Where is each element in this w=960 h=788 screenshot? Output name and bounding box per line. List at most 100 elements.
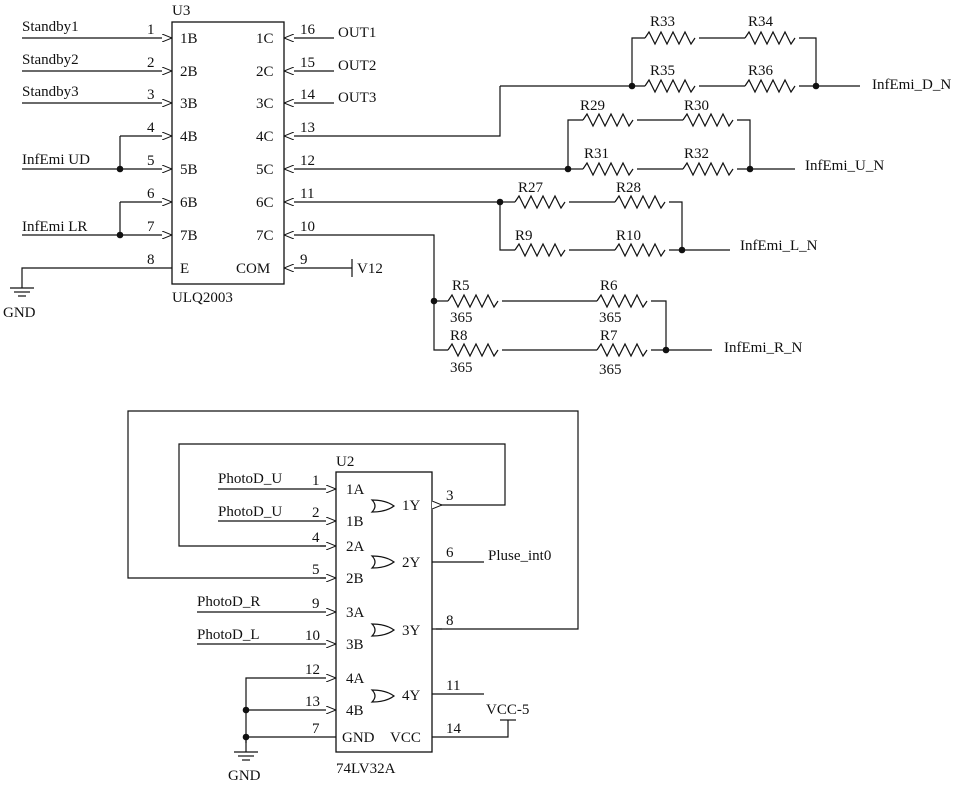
net-d-junction-left (628, 82, 636, 90)
u3-chip: U3 ULQ2003 1 1B Standby1 2 2B Standby2 3… (3, 3, 568, 321)
net-standby3: Standby3 (22, 84, 79, 100)
u2-pin11-num: 11 (446, 678, 460, 694)
u2-chip: U2 74LV32A 1 1A PhotoD_U 2 1B PhotoD_U 4… (127, 410, 579, 784)
resistor-r6 (596, 293, 648, 309)
u3-pin9-name: COM (236, 261, 270, 277)
u2-pin12-name: 4A (346, 671, 365, 687)
label-r31: R31 (584, 146, 609, 162)
u3-part: ULQ2003 (172, 290, 233, 306)
u2-pin4-num: 4 (312, 530, 320, 546)
label-r7: R7 (600, 328, 618, 344)
u3-pin9-num: 9 (300, 252, 308, 268)
resistor-r34 (744, 30, 796, 46)
u2-pin14-num: 14 (446, 721, 462, 737)
u3-pin1-num: 1 (147, 22, 155, 38)
label-r28: R28 (616, 180, 641, 196)
net-out3: OUT3 (338, 90, 376, 106)
net-infemi-ud: InfEmi UD (22, 152, 90, 168)
net-infemi-u-n: InfEmi_U_N (805, 158, 884, 174)
net-r-right-top (651, 300, 667, 350)
u2-pin4-name: 2A (346, 539, 365, 555)
u3-pin14-num: 14 (300, 87, 316, 103)
u3-pin12-name: 5C (256, 162, 274, 178)
net-infemi-r-n: InfEmi_R_N (724, 340, 802, 356)
label-r9: R9 (515, 228, 533, 244)
net-photod-r: PhotoD_R (197, 594, 260, 610)
u2-loop-3y-to-2b (127, 410, 579, 630)
u3-pin12-num: 12 (300, 153, 315, 169)
u3-pin7-num: 7 (147, 219, 155, 235)
u2-part: 74LV32A (336, 761, 396, 777)
u3-ud-junction (116, 165, 124, 173)
u3-lr-junction (116, 231, 124, 239)
u2-pin1-name: 1A (346, 482, 365, 498)
u3-pin6-name: 6B (180, 195, 198, 211)
resistor-r7 (596, 342, 648, 358)
resistor-r29 (582, 112, 634, 128)
u3-pin13-name: 4C (256, 129, 274, 145)
net-photod-u-1: PhotoD_U (218, 471, 282, 487)
value-r8: 365 (450, 360, 473, 376)
u2-pin2-name: 1B (346, 514, 364, 530)
net-out1: OUT1 (338, 25, 376, 41)
resistor-r28 (614, 194, 666, 210)
u3-ref: U3 (172, 3, 190, 19)
u2-pin7-num: 7 (312, 721, 320, 737)
u2-pin10-name: 3B (346, 637, 364, 653)
u2-ground-symbol (234, 737, 258, 761)
resistor-r31 (582, 161, 634, 177)
u2-pin3-num: 3 (446, 488, 454, 504)
resistor-r27 (514, 194, 566, 210)
net-l-junction-left (496, 198, 504, 206)
u3-pin8-wire (21, 267, 172, 288)
net-r-left-bottom (433, 301, 448, 351)
net-infemi-lr: InfEmi LR (22, 219, 87, 235)
resistor-r8 (447, 342, 499, 358)
u2-pin3-name: 1Y (402, 498, 421, 514)
u3-pin2-num: 2 (147, 55, 155, 71)
label-r34: R34 (748, 14, 774, 30)
label-r8: R8 (450, 328, 468, 344)
resistor-network-l: R27 R28 R9 R10 InfEmi_L_N (496, 180, 818, 258)
value-r5: 365 (450, 310, 473, 326)
label-r32: R32 (684, 146, 709, 162)
u3-pin13-wire (284, 86, 501, 136)
u3-pin1-name: 1B (180, 31, 198, 47)
u2-loop-1y-to-2a (178, 443, 506, 547)
u3-pin14-name: 3C (256, 96, 274, 112)
or-gate-1-icon (370, 499, 396, 513)
net-d-junction-right (812, 82, 820, 90)
u3-pin16-name: 1C (256, 31, 274, 47)
net-u-junction-left (564, 165, 572, 173)
net-l-junction-right (678, 246, 686, 254)
u2-pin6-num: 6 (446, 545, 454, 561)
u3-gnd-label: GND (3, 305, 36, 321)
label-r36: R36 (748, 63, 774, 79)
u3-ground-symbol (10, 287, 34, 297)
resistor-r30 (682, 112, 734, 128)
net-u-left-top (567, 119, 583, 169)
label-r10: R10 (616, 228, 641, 244)
u3-pin8-num: 8 (147, 252, 155, 268)
label-r35: R35 (650, 63, 675, 79)
u3-pin6-num: 6 (147, 186, 155, 202)
u2-pin1-num: 1 (312, 473, 320, 489)
u2-gnd-label: GND (228, 768, 261, 784)
u2-pin5-name: 2B (346, 571, 364, 587)
u3-pin8-name: E (180, 261, 189, 277)
resistor-r5 (447, 293, 499, 309)
u3-body (171, 21, 285, 285)
u3-pin5-name: 5B (180, 162, 198, 178)
u2-pin8-name: 3Y (402, 623, 421, 639)
u3-right-pins: 16 1C OUT1 15 2C OUT2 14 3C OUT3 13 4C 1… (236, 22, 568, 301)
resistor-r33 (644, 30, 696, 46)
label-r33: R33 (650, 14, 675, 30)
u2-pin9-num: 9 (312, 596, 320, 612)
u3-pin10-name: 7C (256, 228, 274, 244)
u2-pin12-num: 12 (305, 662, 320, 678)
net-l-right-top (669, 201, 683, 250)
u3-pin16-num: 16 (300, 22, 316, 38)
net-d-right-top (799, 37, 817, 86)
resistor-r32 (682, 161, 734, 177)
u2-pin2-num: 2 (312, 505, 320, 521)
